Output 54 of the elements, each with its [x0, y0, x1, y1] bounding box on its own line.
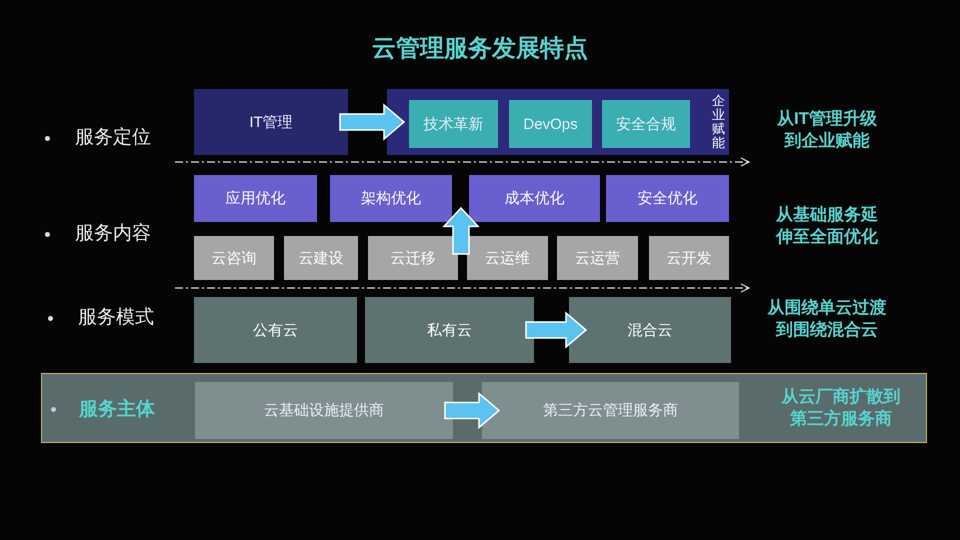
summary-text: 从基础服务延伸至全面优化 — [774, 204, 879, 248]
provider-box — [482, 382, 739, 439]
box-label: 云基础设施提供商 — [264, 401, 384, 420]
block-arrow — [444, 392, 500, 430]
group-panel — [387, 89, 729, 155]
provider-box — [195, 382, 453, 439]
box-label: 私有云 — [427, 320, 472, 340]
service-box — [284, 236, 358, 280]
highlight-band — [41, 373, 927, 443]
box-label: 应用优化 — [226, 189, 286, 208]
block-arrow — [525, 311, 588, 349]
box-label: 云运营 — [575, 248, 620, 268]
model-box — [569, 297, 731, 363]
box-label: 安全合规 — [616, 114, 676, 134]
row-heading: 服务主体 — [79, 398, 155, 422]
box-label: DevOps — [523, 116, 578, 132]
box-label: 安全优化 — [638, 189, 698, 208]
service-box — [368, 236, 458, 280]
row-heading: 服务定位 — [75, 125, 151, 150]
service-box — [557, 236, 638, 280]
box-label: 公有云 — [253, 320, 298, 340]
service-box — [467, 236, 548, 280]
box-label: 云迁移 — [390, 248, 436, 268]
box-label: 第三方云管理服务商 — [543, 401, 678, 420]
box-label: 云运维 — [485, 248, 530, 268]
box-label: 成本优化 — [504, 189, 564, 208]
summary-text: 从围绕单云过渡到围绕混合云 — [766, 297, 888, 341]
box-label: 技术革新 — [424, 114, 484, 134]
box-label: 云开发 — [666, 248, 712, 268]
block-arrow — [442, 206, 480, 255]
model-box — [365, 297, 534, 363]
optimization-box — [606, 175, 729, 222]
row-heading: 服务模式 — [78, 305, 154, 330]
vertical-label: 企业赋能 — [711, 94, 726, 150]
optimization-box — [194, 175, 317, 222]
summary-text: 从IT管理升级到企业赋能 — [776, 108, 878, 152]
feature-box — [409, 100, 498, 148]
box-label: 架构优化 — [361, 189, 421, 208]
box-label: IT管理 — [249, 112, 293, 132]
service-box — [649, 236, 729, 280]
service-box — [194, 236, 274, 280]
optimization-box — [469, 175, 600, 222]
process-box — [194, 89, 348, 155]
feature-box — [509, 100, 592, 148]
feature-box — [602, 100, 690, 148]
block-arrow — [339, 103, 406, 141]
box-label: 云咨询 — [212, 248, 256, 268]
title: 云管理服务发展特点 — [371, 34, 589, 64]
box-label: 云建设 — [298, 248, 344, 268]
model-box — [194, 297, 357, 363]
summary-text: 从云厂商扩散到第三方服务商 — [780, 386, 902, 430]
optimization-box — [330, 175, 452, 222]
box-label: 混合云 — [628, 320, 672, 340]
row-heading: 服务内容 — [75, 221, 151, 246]
